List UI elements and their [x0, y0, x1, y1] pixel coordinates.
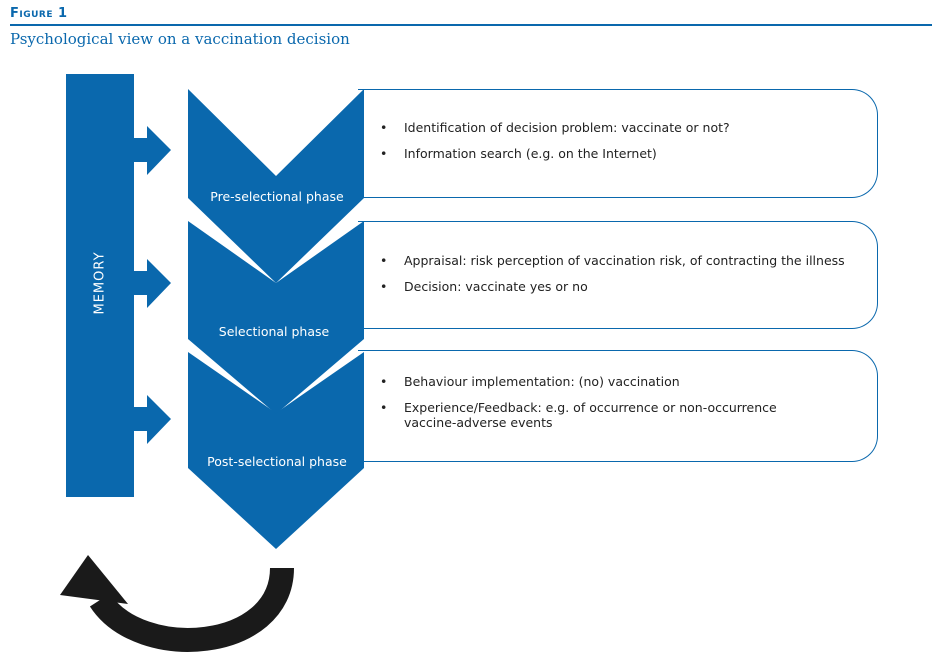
phase-2-bullet-2: Decision: vaccinate yes or no — [358, 279, 877, 294]
phase-3-bullet-2: Experience/Feedback: e.g. of occurrence … — [358, 400, 877, 430]
feedback-arrow — [89, 567, 294, 652]
memory-arrow-3 — [134, 395, 171, 444]
phase-3-bullet-1: Behaviour implementation: (no) vaccinati… — [358, 374, 877, 389]
chevron-post-selectional — [188, 352, 364, 549]
phase-label-selectional: Selectional phase — [218, 324, 330, 339]
phase-2-bullet-1: Appraisal: risk perception of vaccinatio… — [358, 253, 877, 268]
feedback-arrow-head — [60, 555, 128, 604]
phase-box-3: Behaviour implementation: (no) vaccinati… — [358, 350, 878, 462]
phase-box-1: Identification of decision problem: vacc… — [358, 89, 878, 198]
phase-box-2: Appraisal: risk perception of vaccinatio… — [358, 221, 878, 329]
chevron-pre-selectional — [188, 89, 364, 283]
memory-arrow-1 — [134, 126, 171, 175]
title-rule — [10, 24, 932, 26]
phase-1-bullet-1: Identification of decision problem: vacc… — [358, 120, 877, 135]
phase-1-bullet-2: Information search (e.g. on the Internet… — [358, 146, 877, 161]
phase-label-post-selectional: Post-selectional phase — [207, 454, 347, 469]
figure-title: Psychological view on a vaccination deci… — [10, 30, 350, 48]
figure-label: Figure 1 — [10, 6, 68, 21]
phase-label-pre-selectional: Pre-selectional phase — [210, 189, 344, 204]
memory-label: MEMORY — [92, 251, 108, 315]
memory-arrow-2 — [134, 259, 171, 308]
memory-bar — [66, 74, 134, 497]
chevron-selectional — [188, 221, 364, 414]
